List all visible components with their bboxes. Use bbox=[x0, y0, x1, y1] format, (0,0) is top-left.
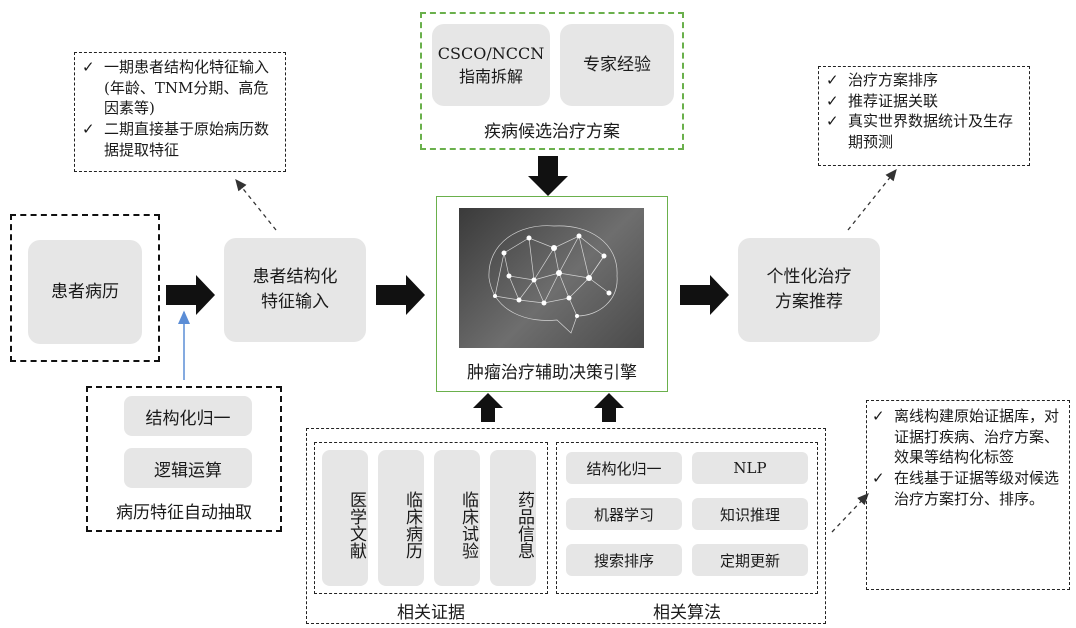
input-note-item: ✓一期患者结构化特征输入(年龄、TNM分期、高危因素等) bbox=[82, 58, 270, 118]
output-note-item: ✓推荐证据关联 bbox=[826, 91, 939, 110]
personalized-recommendation-box: 个性化治疗方案推荐 bbox=[738, 238, 880, 342]
arrow-algorithms-to-note bbox=[831, 493, 869, 533]
candidates-label: 疾病候选治疗方案 bbox=[484, 122, 620, 142]
algorithm-item-periodic-update: 定期更新 bbox=[692, 544, 808, 576]
extraction-item-normalize: 结构化归一 bbox=[124, 396, 252, 436]
check-icon: ✓ bbox=[82, 58, 95, 76]
arrow-record-to-input bbox=[166, 275, 215, 315]
output-note-item: ✓真实世界数据统计及生存期预测 bbox=[826, 112, 1014, 152]
check-icon: ✓ bbox=[826, 112, 839, 131]
arrow-candidates-to-engine bbox=[528, 156, 568, 196]
algo-note-item: ✓在线基于证据等级对候选治疗方案打分、排序。 bbox=[872, 469, 1060, 508]
algorithms-frame bbox=[556, 442, 818, 594]
check-icon: ✓ bbox=[872, 407, 885, 425]
output-note-frame bbox=[818, 66, 1030, 166]
input-note-item: ✓二期直接基于原始病历数据提取特征 bbox=[82, 120, 270, 159]
engine-frame bbox=[436, 196, 668, 392]
extraction-item-logic: 逻辑运算 bbox=[124, 448, 252, 488]
check-icon: ✓ bbox=[826, 91, 839, 110]
algorithms-label: 相关算法 bbox=[653, 603, 721, 623]
extraction-frame bbox=[86, 386, 282, 532]
patient-record-box: 患者病历 bbox=[28, 240, 142, 344]
evidence-frame bbox=[314, 442, 548, 594]
engine-label: 肿瘤治疗辅助决策引擎 bbox=[467, 363, 637, 383]
algorithm-item-search-ranking: 搜索排序 bbox=[566, 544, 682, 576]
check-icon: ✓ bbox=[826, 71, 839, 89]
algorithm-item-normalize: 结构化归一 bbox=[566, 452, 682, 484]
algorithm-item-knowledge-reasoning: 知识推理 bbox=[692, 498, 808, 530]
algo-note-item: ✓离线构建原始证据库，对证据打疾病、治疗方案、效果等结构化标签 bbox=[872, 407, 1060, 467]
brain-image bbox=[459, 208, 644, 348]
algo-note-frame bbox=[866, 400, 1070, 590]
extraction-label: 病历特征自动抽取 bbox=[116, 503, 252, 523]
arrow-engine-to-output bbox=[680, 275, 729, 315]
arrow-algorithms-to-engine bbox=[594, 393, 624, 422]
arrow-evidence-to-engine bbox=[473, 393, 503, 422]
evidence-label: 相关证据 bbox=[397, 603, 465, 623]
evidence-item-drug-info: 药品信息 bbox=[490, 450, 536, 586]
input-note: ✓一期患者结构化特征输入(年龄、TNM分期、高危因素等) ✓二期直接基于原始病历… bbox=[82, 57, 282, 160]
bottom-outer-frame bbox=[306, 428, 826, 624]
brain-network-icon bbox=[488, 225, 618, 334]
evidence-item-literature: 医学文献 bbox=[322, 450, 368, 586]
arrow-input-to-engine bbox=[376, 275, 425, 315]
evidence-item-clinical-records: 临床病历 bbox=[378, 450, 424, 586]
patient-record-frame bbox=[10, 214, 160, 362]
guideline-box: CSCO/NCCN指南拆解 bbox=[432, 24, 550, 106]
output-note-item: ✓治疗方案排序 bbox=[826, 71, 939, 89]
algorithm-item-nlp: NLP bbox=[692, 452, 808, 484]
structured-input-box: 患者结构化特征输入 bbox=[224, 238, 366, 342]
arrow-output-to-note bbox=[847, 168, 897, 231]
input-note-frame bbox=[74, 52, 286, 172]
evidence-item-clinical-trials: 临床试验 bbox=[434, 450, 480, 586]
output-note: ✓治疗方案排序 ✓推荐证据关联 ✓真实世界数据统计及生存期预测 bbox=[826, 70, 1026, 153]
arrow-input-to-note bbox=[235, 178, 277, 231]
algo-note: ✓离线构建原始证据库，对证据打疾病、治疗方案、效果等结构化标签 ✓在线基于证据等… bbox=[872, 406, 1066, 509]
expert-experience-box: 专家经验 bbox=[560, 24, 674, 106]
check-icon: ✓ bbox=[82, 120, 95, 139]
candidates-frame bbox=[420, 12, 684, 150]
algorithm-item-machine-learning: 机器学习 bbox=[566, 498, 682, 530]
check-icon: ✓ bbox=[872, 469, 885, 488]
